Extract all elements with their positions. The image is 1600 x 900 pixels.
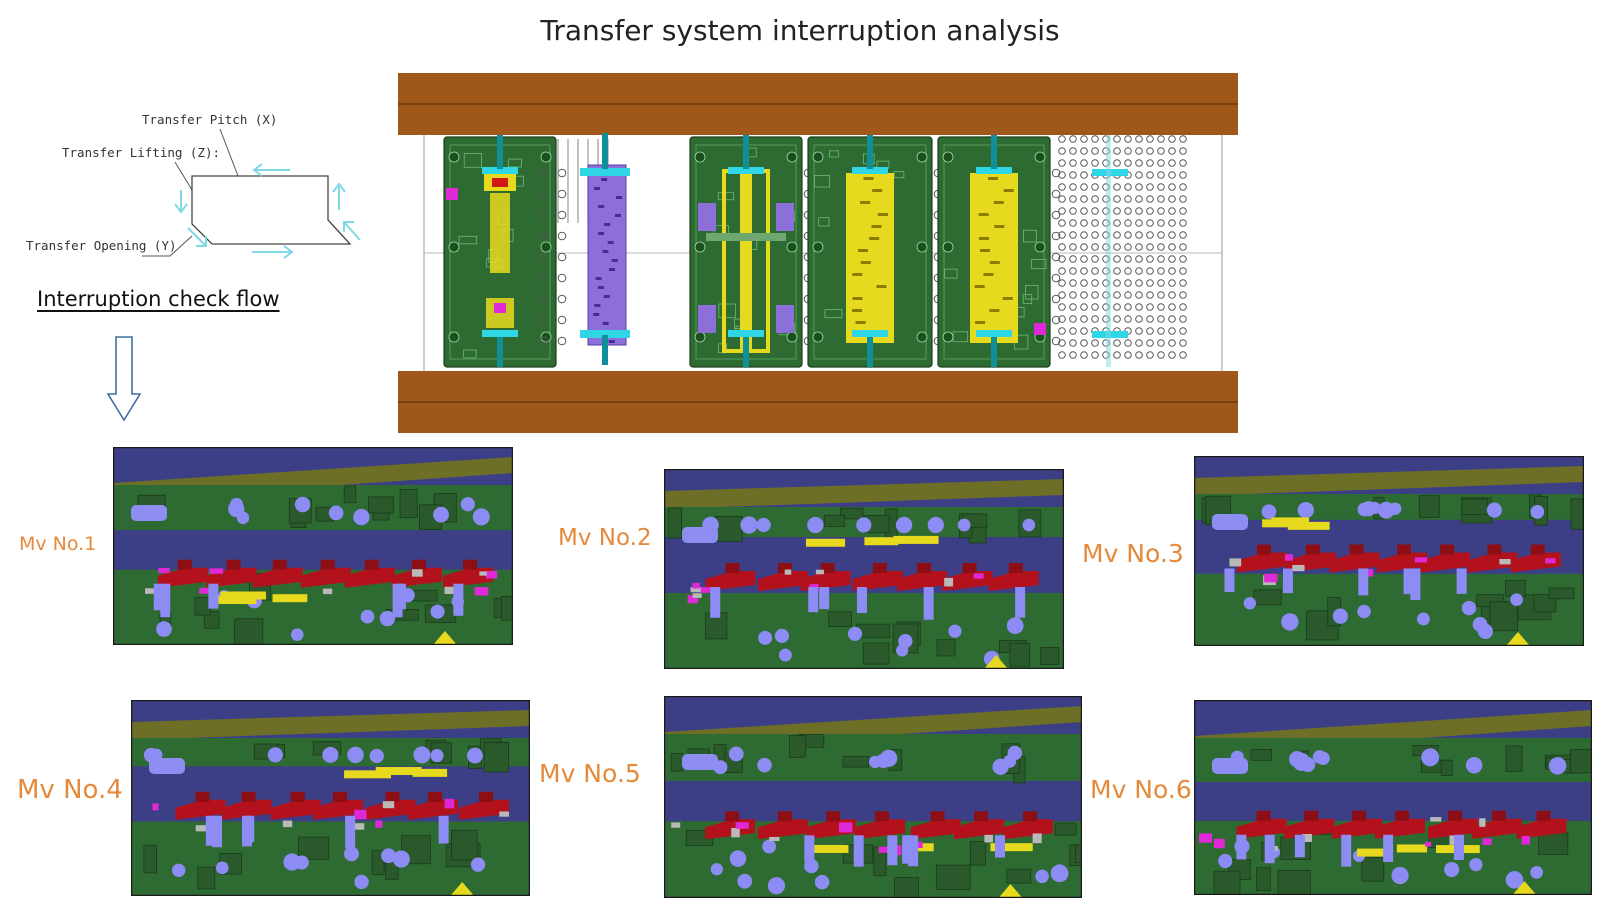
move-screenshot-6 — [1194, 700, 1592, 895]
move-screenshot-3 — [1194, 456, 1584, 646]
move-screenshot-2 — [664, 469, 1064, 669]
lifting-label: Transfer Lifting (Z): — [62, 145, 220, 160]
die-station-1 — [443, 135, 567, 368]
motion-path — [191, 175, 352, 245]
move-label-1: Mv No.1 — [19, 533, 97, 555]
closing-arrow-icon — [343, 221, 361, 241]
die-station-6 — [1058, 135, 1187, 367]
page-title: Transfer system interruption analysis — [540, 14, 1060, 47]
transfer-motion-diagram: Transfer Pitch (X) Transfer Lifting (Z):… — [26, 112, 361, 259]
lift-down-arrow-icon — [174, 190, 188, 214]
opening-arrow-icon — [187, 227, 207, 247]
die-station-3 — [689, 135, 813, 368]
interruption-check-flow-label: Interruption check flow — [37, 287, 280, 311]
return-arrow-icon — [252, 245, 294, 259]
move-label-3: Mv No.3 — [1082, 539, 1184, 568]
pitch-arrow-icon — [252, 163, 290, 177]
motion-arrows — [174, 163, 361, 259]
die-station-2 — [539, 133, 630, 365]
move-label-5: Mv No.5 — [539, 759, 641, 788]
lift-up-arrow-icon — [332, 182, 346, 210]
move-label-2: Mv No.2 — [558, 525, 652, 551]
move-screenshot-1 — [113, 447, 513, 645]
move-screenshot-4 — [131, 700, 530, 896]
opening-label: Transfer Opening (Y) — [26, 238, 177, 253]
transfer-die-layout — [398, 73, 1238, 433]
die-station-4 — [807, 135, 943, 368]
down-arrow-icon — [106, 336, 142, 422]
die-station-5 — [937, 135, 1061, 368]
move-label-6: Mv No.6 — [1090, 775, 1192, 804]
move-label-4: Mv No.4 — [17, 775, 123, 805]
pitch-label: Transfer Pitch (X) — [142, 112, 277, 127]
move-screenshot-5 — [664, 696, 1082, 898]
leader-lines — [142, 128, 239, 257]
